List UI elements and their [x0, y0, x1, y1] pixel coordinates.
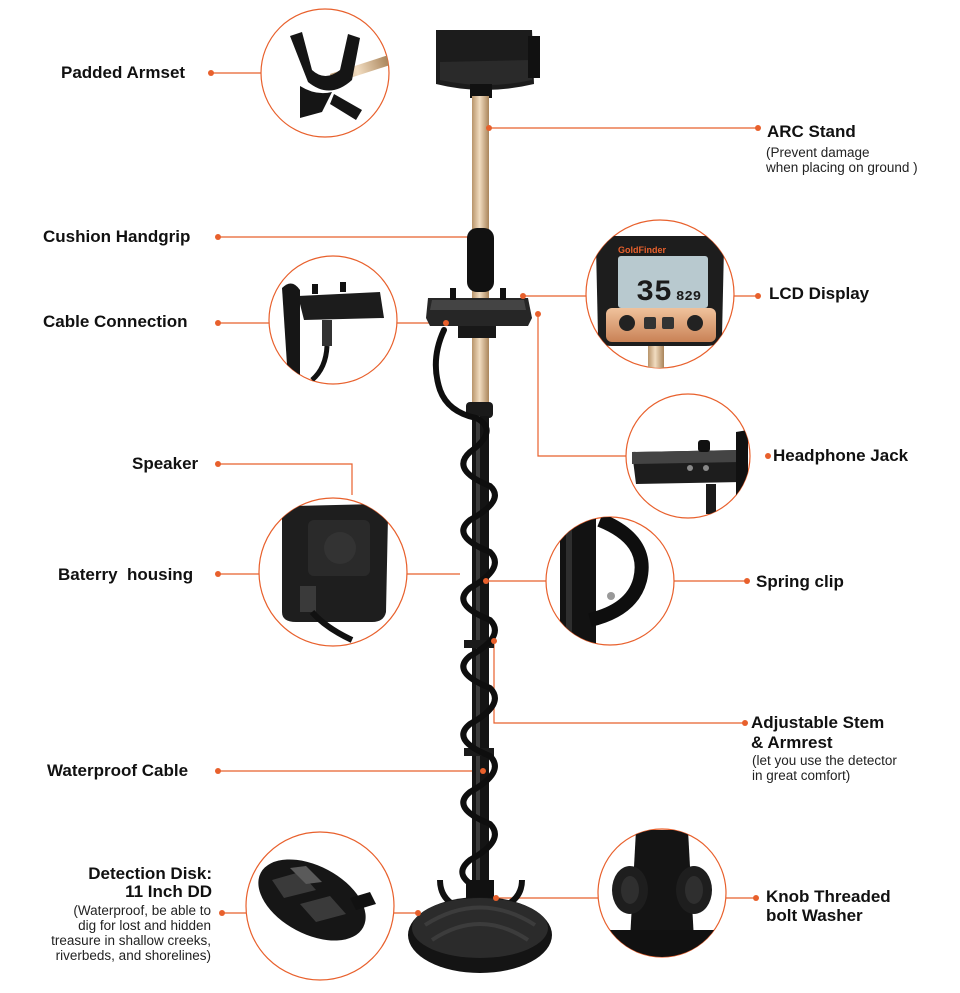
label-arc-stand: ARC Stand: [767, 122, 856, 141]
callout-battery-housing: [258, 497, 408, 647]
note-adjustable-2: in great comfort): [752, 768, 851, 783]
note-adjustable-1: (let you use the detector: [752, 753, 897, 768]
label-speaker: Speaker: [132, 454, 199, 473]
callout-spring-clip: [545, 516, 675, 646]
leader-lines: [211, 72, 758, 914]
note-detection-2: dig for lost and hidden: [78, 918, 211, 933]
note-arc-stand-1: (Prevent damage: [766, 145, 870, 160]
callout-cable-connection: [268, 255, 398, 385]
label-adjustable-stem-2: & Armrest: [751, 733, 833, 752]
label-lcd-display: LCD Display: [769, 284, 870, 303]
lcd-big-digits: 35: [636, 276, 672, 310]
label-cable-connection: Cable Connection: [43, 312, 188, 331]
label-detection-disk-1: Detection Disk:: [88, 864, 212, 883]
label-detection-disk-2: 11 Inch DD: [125, 882, 212, 901]
callout-detection-disk: [245, 831, 395, 981]
label-knob-2: bolt Washer: [766, 906, 863, 925]
note-detection-1: (Waterproof, be able to: [73, 903, 211, 918]
label-waterproof-cable: Waterproof Cable: [47, 761, 189, 780]
leader-dots: [208, 70, 771, 916]
label-adjustable-stem-1: Adjustable Stem: [751, 713, 885, 732]
label-padded-armset: Padded Armset: [61, 63, 186, 82]
label-cushion-handgrip: Cushion Handgrip: [43, 227, 191, 246]
callout-lcd-display: [585, 219, 735, 369]
label-battery-housing: Baterry housing: [58, 565, 194, 584]
note-arc-stand-2: when placing on ground ): [766, 160, 918, 175]
label-headphone-jack: Headphone Jack: [773, 446, 909, 465]
lcd-small-digits: 829: [676, 289, 701, 305]
main-detector: [408, 30, 552, 973]
label-spring-clip: Spring clip: [756, 572, 844, 591]
callout-padded-armset: [260, 8, 390, 138]
label-knob-1: Knob Threaded: [766, 887, 891, 906]
callout-knob-washer: [597, 828, 727, 958]
note-detection-4: riverbeds, and shorelines): [55, 948, 211, 963]
callout-headphone-jack: [625, 393, 751, 519]
note-detection-3: treasure in shallow creeks,: [51, 933, 211, 948]
lcd-brand-text: GoldFinder: [618, 245, 666, 255]
